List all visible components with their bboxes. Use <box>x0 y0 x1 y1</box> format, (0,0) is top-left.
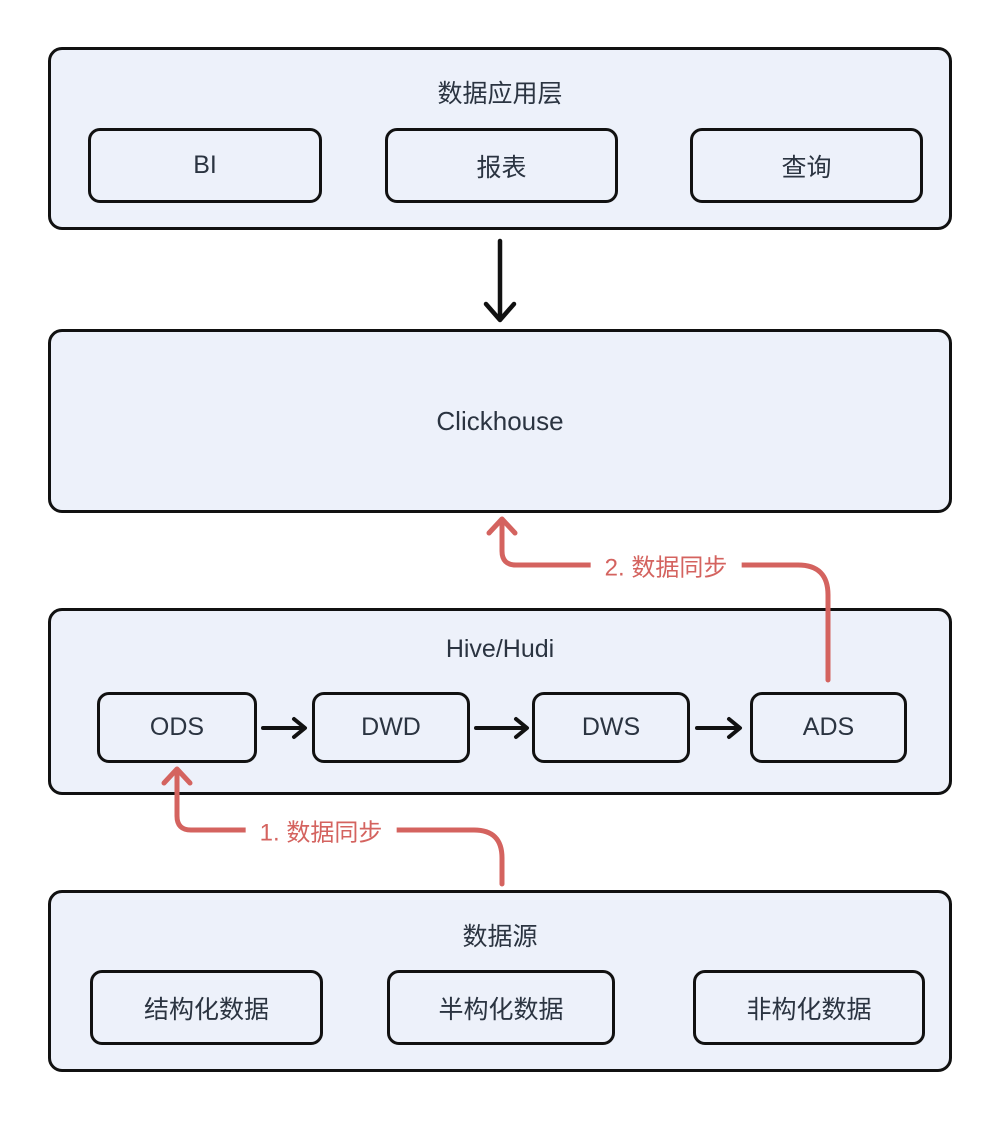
sync-2-label: 2. 数据同步 <box>590 545 742 585</box>
node-structured-label: 结构化数据 <box>143 995 269 1024</box>
node-report: 报表 <box>385 128 618 203</box>
node-ods-label: ODS <box>149 713 205 741</box>
source-layer-title: 数据源 <box>462 923 538 951</box>
app-layer-title: 数据应用层 <box>437 80 563 108</box>
node-report-label: 报表 <box>476 153 527 182</box>
node-bi-label: BI <box>193 151 217 179</box>
node-dws: DWS <box>532 692 690 763</box>
node-semi-structured-label: 半构化数据 <box>438 995 564 1024</box>
node-ods: ODS <box>97 692 257 763</box>
node-unstructured-data: 非构化数据 <box>693 970 925 1045</box>
node-dws-label: DWS <box>581 713 641 741</box>
node-ads-label: ADS <box>802 713 855 741</box>
clickhouse-box: Clickhouse <box>48 329 952 513</box>
clickhouse-label: Clickhouse <box>436 405 564 436</box>
hive-layer-title: Hive/Hudi <box>445 635 555 663</box>
arrow-app-to-clickhouse-icon <box>483 238 517 323</box>
node-ads: ADS <box>750 692 907 763</box>
node-semi-structured-data: 半构化数据 <box>387 970 615 1045</box>
node-query: 查询 <box>690 128 923 203</box>
node-structured-data: 结构化数据 <box>90 970 323 1045</box>
node-dwd-label: DWD <box>361 713 421 741</box>
node-unstructured-label: 非构化数据 <box>746 995 872 1024</box>
node-query-label: 查询 <box>781 153 832 182</box>
sync-1-label: 1. 数据同步 <box>245 810 397 850</box>
node-bi: BI <box>88 128 322 203</box>
node-dwd: DWD <box>312 692 470 763</box>
